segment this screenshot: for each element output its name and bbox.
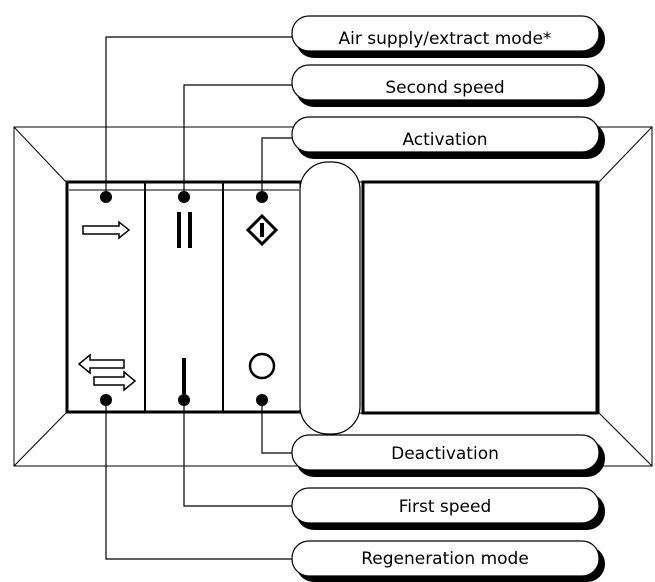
label-activation: Activation	[291, 116, 605, 159]
dot-air-mode	[100, 191, 112, 203]
arrow-right-icon	[82, 220, 131, 240]
dot-deactivation	[256, 394, 268, 406]
display-area	[361, 180, 599, 415]
air-mode-text: Air supply/extract mode*	[339, 29, 552, 49]
deactivation-text: Deactivation	[391, 444, 499, 464]
label-regeneration-mode: Regeneration mode	[291, 540, 605, 582]
label-second-speed: Second speed	[291, 64, 605, 107]
circle-off-icon	[248, 352, 276, 380]
label-air-mode: Air supply/extract mode*	[291, 15, 605, 58]
leader-lines	[105, 36, 296, 560]
module-connector	[299, 161, 361, 435]
dot-regeneration	[100, 394, 112, 406]
dot-second-speed	[178, 191, 190, 203]
diamond-power-icon	[245, 213, 279, 247]
connection-dots	[100, 191, 268, 406]
dot-activation	[256, 191, 268, 203]
first-speed-text: First speed	[399, 497, 492, 517]
second-speed-text: Second speed	[385, 78, 504, 98]
activation-text: Activation	[402, 130, 487, 150]
dot-first-speed	[178, 394, 190, 406]
single-bar-icon	[182, 358, 186, 394]
label-deactivation: Deactivation	[291, 434, 605, 477]
regeneration-mode-text: Regeneration mode	[361, 549, 529, 569]
bidirectional-arrows-icon	[77, 353, 137, 392]
label-first-speed: First speed	[291, 487, 605, 530]
double-bar-icon	[177, 212, 192, 248]
